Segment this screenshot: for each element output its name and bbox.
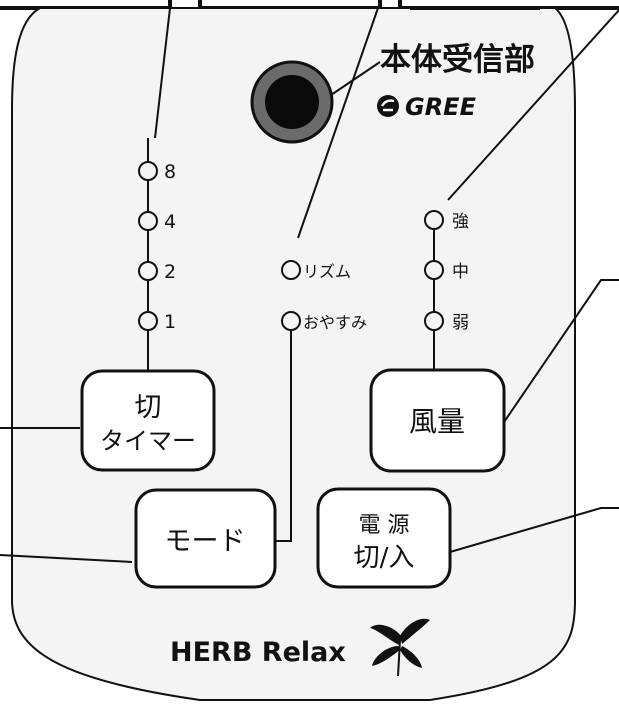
mode-indicator-group: リズム おやすみ [276, 260, 367, 542]
fan-indicator-label: 弱 [452, 313, 469, 333]
callout-frame-mode-indicator [198, 0, 382, 10]
fan-indicator-label: 強 [452, 212, 469, 232]
mode-indicator-label: おやすみ [303, 313, 367, 332]
brand-name: GREE [405, 93, 477, 121]
fan-indicator-led [424, 311, 444, 331]
fan-indicator-label: 中 [452, 262, 469, 282]
timer-button-line1: 切 [135, 392, 162, 423]
timer-indicator-label: 8 [164, 161, 176, 183]
fan-speed-button-label: 風量 [409, 405, 465, 438]
timer-button-line2: タイマー [100, 427, 196, 455]
mode-button-label: モード [165, 526, 246, 557]
timer-button[interactable]: 切 タイマー [80, 369, 216, 472]
timer-indicator-label: 2 [164, 261, 176, 283]
gree-swirl-icon [377, 95, 399, 117]
leader-line-timer-indicator [154, 7, 171, 139]
fan-indicator-group: 強 中 弱 [424, 210, 469, 370]
mode-indicator-connector [276, 328, 292, 542]
leaf-logo-icon [370, 618, 430, 677]
receiver-label: 本体受信部 [380, 42, 535, 78]
timer-indicator-led [138, 211, 158, 231]
product-name: HERB Relax [170, 637, 346, 668]
mode-indicator-led [281, 311, 301, 331]
timer-indicator-label: 1 [164, 311, 176, 333]
timer-indicator-led [138, 261, 158, 281]
power-button[interactable]: 電 源 切/入 [316, 487, 452, 589]
mode-indicator-led [281, 260, 301, 280]
leader-line-fan-indicator [447, 9, 619, 201]
fan-speed-button[interactable]: 風量 [369, 368, 506, 473]
receiver-lens [265, 75, 319, 129]
mode-button[interactable]: モード [134, 488, 277, 589]
mode-indicator-label: リズム [303, 262, 351, 281]
leader-line-receiver [330, 61, 381, 96]
timer-indicator-label: 4 [164, 211, 176, 233]
leader-line-mode-button [0, 554, 133, 563]
power-button-line2: 切/入 [354, 543, 415, 573]
leader-line-fan-button [501, 279, 619, 426]
leader-line-power-button [449, 507, 619, 553]
timer-indicator-group: 8 4 2 1 [138, 138, 176, 378]
timer-indicator-led [138, 311, 158, 331]
leader-line-mode-indicator [297, 7, 379, 239]
fan-indicator-led [424, 210, 444, 230]
fan-indicator-led [424, 260, 444, 280]
power-button-line1: 電 源 [359, 513, 410, 538]
leader-lines [0, 7, 619, 563]
timer-indicator-led [138, 161, 158, 181]
callout-frame-timer-indicator [0, 0, 172, 10]
